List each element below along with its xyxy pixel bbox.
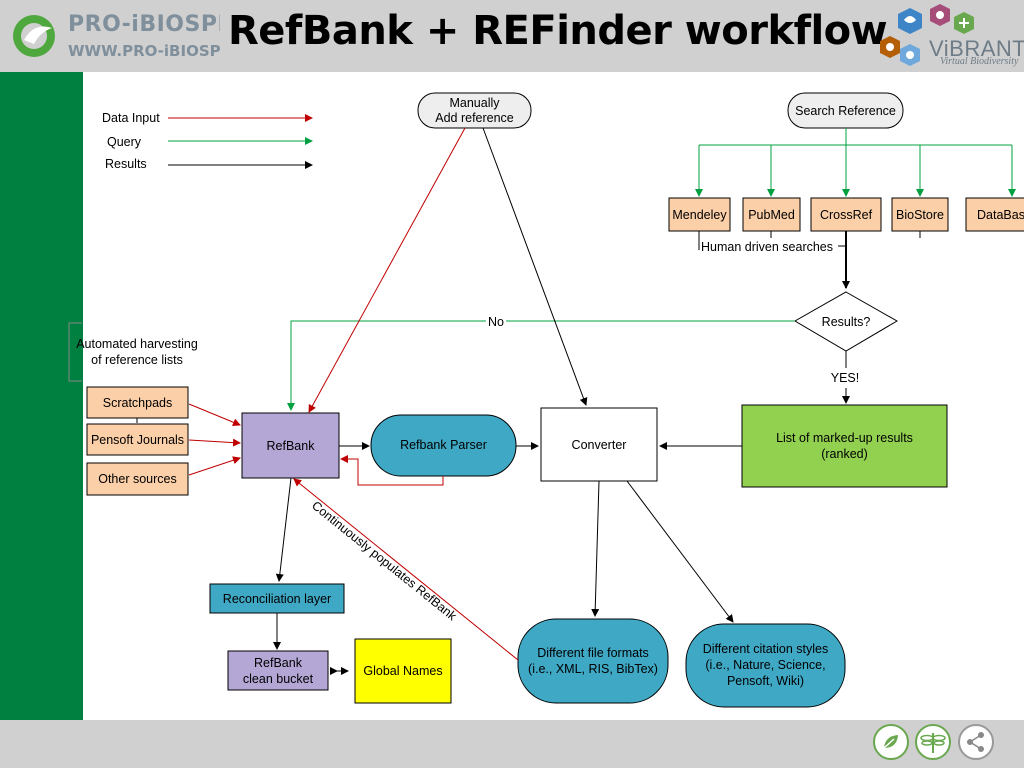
vibrant-logo: ViBRANT Virtual Biodiversity — [874, 0, 1024, 72]
footer-leaf-button[interactable] — [873, 724, 909, 760]
footer-dragonfly-button[interactable] — [915, 724, 951, 760]
pro-ibiosphere-logo: PRO-iBIOSPHERE WWW.PRO-iBIOSPHERE — [10, 10, 220, 64]
converter-label: Converter — [572, 438, 627, 452]
scratchpads-node — [86, 386, 189, 419]
citation-line1: Different citation styles — [703, 642, 829, 656]
logo-left-line2: WWW.PRO-iBIOSPHERE — [68, 42, 220, 60]
logo-right-name: ViBRANT — [929, 36, 1024, 61]
pensoft-journals-node — [86, 423, 189, 456]
pubmed-label: PubMed — [748, 208, 795, 222]
yes-label: YES! — [831, 371, 860, 385]
other-sources-node — [86, 462, 189, 496]
logo-right-tagline: Virtual Biodiversity — [940, 56, 1019, 67]
mendeley-node — [668, 197, 731, 232]
search-reference-label: Search Reference — [795, 104, 896, 118]
legend-query-label: Query — [107, 135, 142, 149]
refbank-label: RefBank — [267, 439, 316, 453]
dragonfly-icon — [920, 733, 946, 753]
refbank-to-reconciliation-arrow — [275, 477, 292, 582]
share-icon — [967, 732, 984, 752]
logo-left-line1: PRO-iBIOSPHERE — [68, 12, 220, 37]
other-to-refbank-arrow — [188, 456, 241, 476]
clean-bucket-node — [227, 650, 329, 691]
continuously-populates-arrow — [293, 478, 519, 661]
footer-share-button[interactable] — [958, 724, 994, 760]
marked-up-line1: List of marked-up results — [776, 431, 913, 445]
databases-node — [965, 197, 1024, 232]
pubmed-node — [742, 197, 801, 232]
reconciliation-label: Reconciliation layer — [223, 592, 331, 606]
leaf-icon — [883, 735, 898, 749]
file-formats-line1: Different file formats — [537, 646, 649, 660]
footer-bar — [0, 720, 1024, 768]
global-names-label: Global Names — [363, 664, 442, 678]
crossref-label: CrossRef — [820, 208, 873, 222]
human-driven-label: Human driven searches — [701, 240, 833, 254]
results-decision-label: Results? — [822, 315, 871, 329]
legend-data-input-label: Data Input — [102, 111, 160, 125]
citation-line2: (i.e., Nature, Science, — [705, 658, 825, 672]
converter-node — [540, 407, 658, 482]
pensoft-to-refbank-arrow — [188, 438, 241, 447]
manually-add-node — [417, 92, 532, 129]
mendeley-label: Mendeley — [672, 208, 727, 222]
refbank-parser-label: Refbank Parser — [400, 438, 487, 452]
parser-feedback-arrow — [340, 455, 444, 486]
global-names-node — [354, 638, 452, 704]
manual-to-converter-arrow — [482, 127, 588, 406]
refbank-node — [241, 412, 340, 479]
manually-add-line1: Manually — [449, 96, 500, 110]
no-label: No — [488, 315, 504, 329]
header-bar: PRO-iBIOSPHERE WWW.PRO-iBIOSPHERE RefBan… — [0, 0, 1024, 72]
pensoft-journals-label: Pensoft Journals — [91, 433, 184, 447]
scratchpads-label: Scratchpads — [103, 396, 172, 410]
legend-results-label: Results — [105, 157, 147, 171]
automated-line2: of reference lists — [91, 353, 183, 367]
manually-add-line2: Add reference — [435, 111, 514, 125]
no-path-arrow — [287, 320, 795, 411]
clean-bucket-line2: clean bucket — [243, 672, 314, 686]
vibrant-hexagons-icon — [880, 4, 974, 66]
scratchpads-to-refbank-arrow — [188, 403, 241, 427]
biostore-label: BioStore — [896, 208, 944, 222]
citation-styles-node — [685, 623, 846, 708]
left-green-band — [0, 72, 83, 720]
page-title: RefBank + REFinder workflow — [228, 8, 888, 54]
automated-bracket — [68, 322, 82, 382]
pro-ibiosphere-logo-icon — [13, 15, 55, 57]
file-formats-line2: (i.e., XML, RIS, BibTex) — [528, 662, 658, 676]
converter-to-formats-arrow — [591, 480, 600, 617]
databases-label: DataBases — [977, 208, 1024, 222]
marked-up-line2: (ranked) — [821, 447, 868, 461]
clean-bucket-line1: RefBank — [254, 656, 303, 670]
manual-to-refbank-arrow — [308, 127, 466, 413]
other-sources-label: Other sources — [98, 472, 177, 486]
converter-to-citations-arrow — [626, 480, 734, 623]
automated-line1: Automated harvesting — [76, 337, 198, 351]
file-formats-node — [517, 618, 669, 704]
no-label-bg — [486, 313, 506, 328]
citation-line3: Pensoft, Wiki) — [727, 674, 804, 688]
marked-up-results-node — [741, 404, 948, 488]
